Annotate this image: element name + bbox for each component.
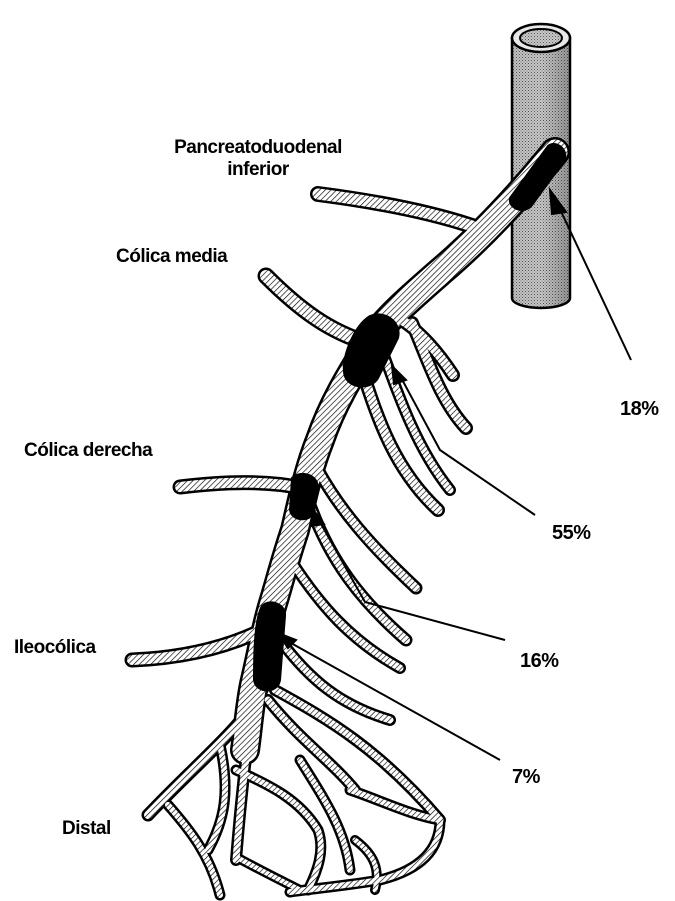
label-colica-derecha: Cólica derecha — [24, 440, 152, 462]
label-pancreatoduodenal: Pancreatoduodenal inferior — [158, 137, 358, 181]
label-ileocolica: Ileocólica — [14, 637, 96, 659]
percentage-7: 7% — [512, 766, 540, 789]
label-colica-media: Cólica media — [116, 246, 227, 268]
percentage-16: 16% — [520, 650, 559, 673]
label-pancreatoduodenal-line2: inferior — [158, 159, 358, 181]
label-distal: Distal — [62, 818, 111, 840]
percentage-18: 18% — [620, 398, 659, 421]
label-pancreatoduodenal-line1: Pancreatoduodenal — [158, 137, 358, 159]
occlusion-ileocolica — [254, 602, 285, 690]
percentage-55: 55% — [552, 522, 591, 545]
